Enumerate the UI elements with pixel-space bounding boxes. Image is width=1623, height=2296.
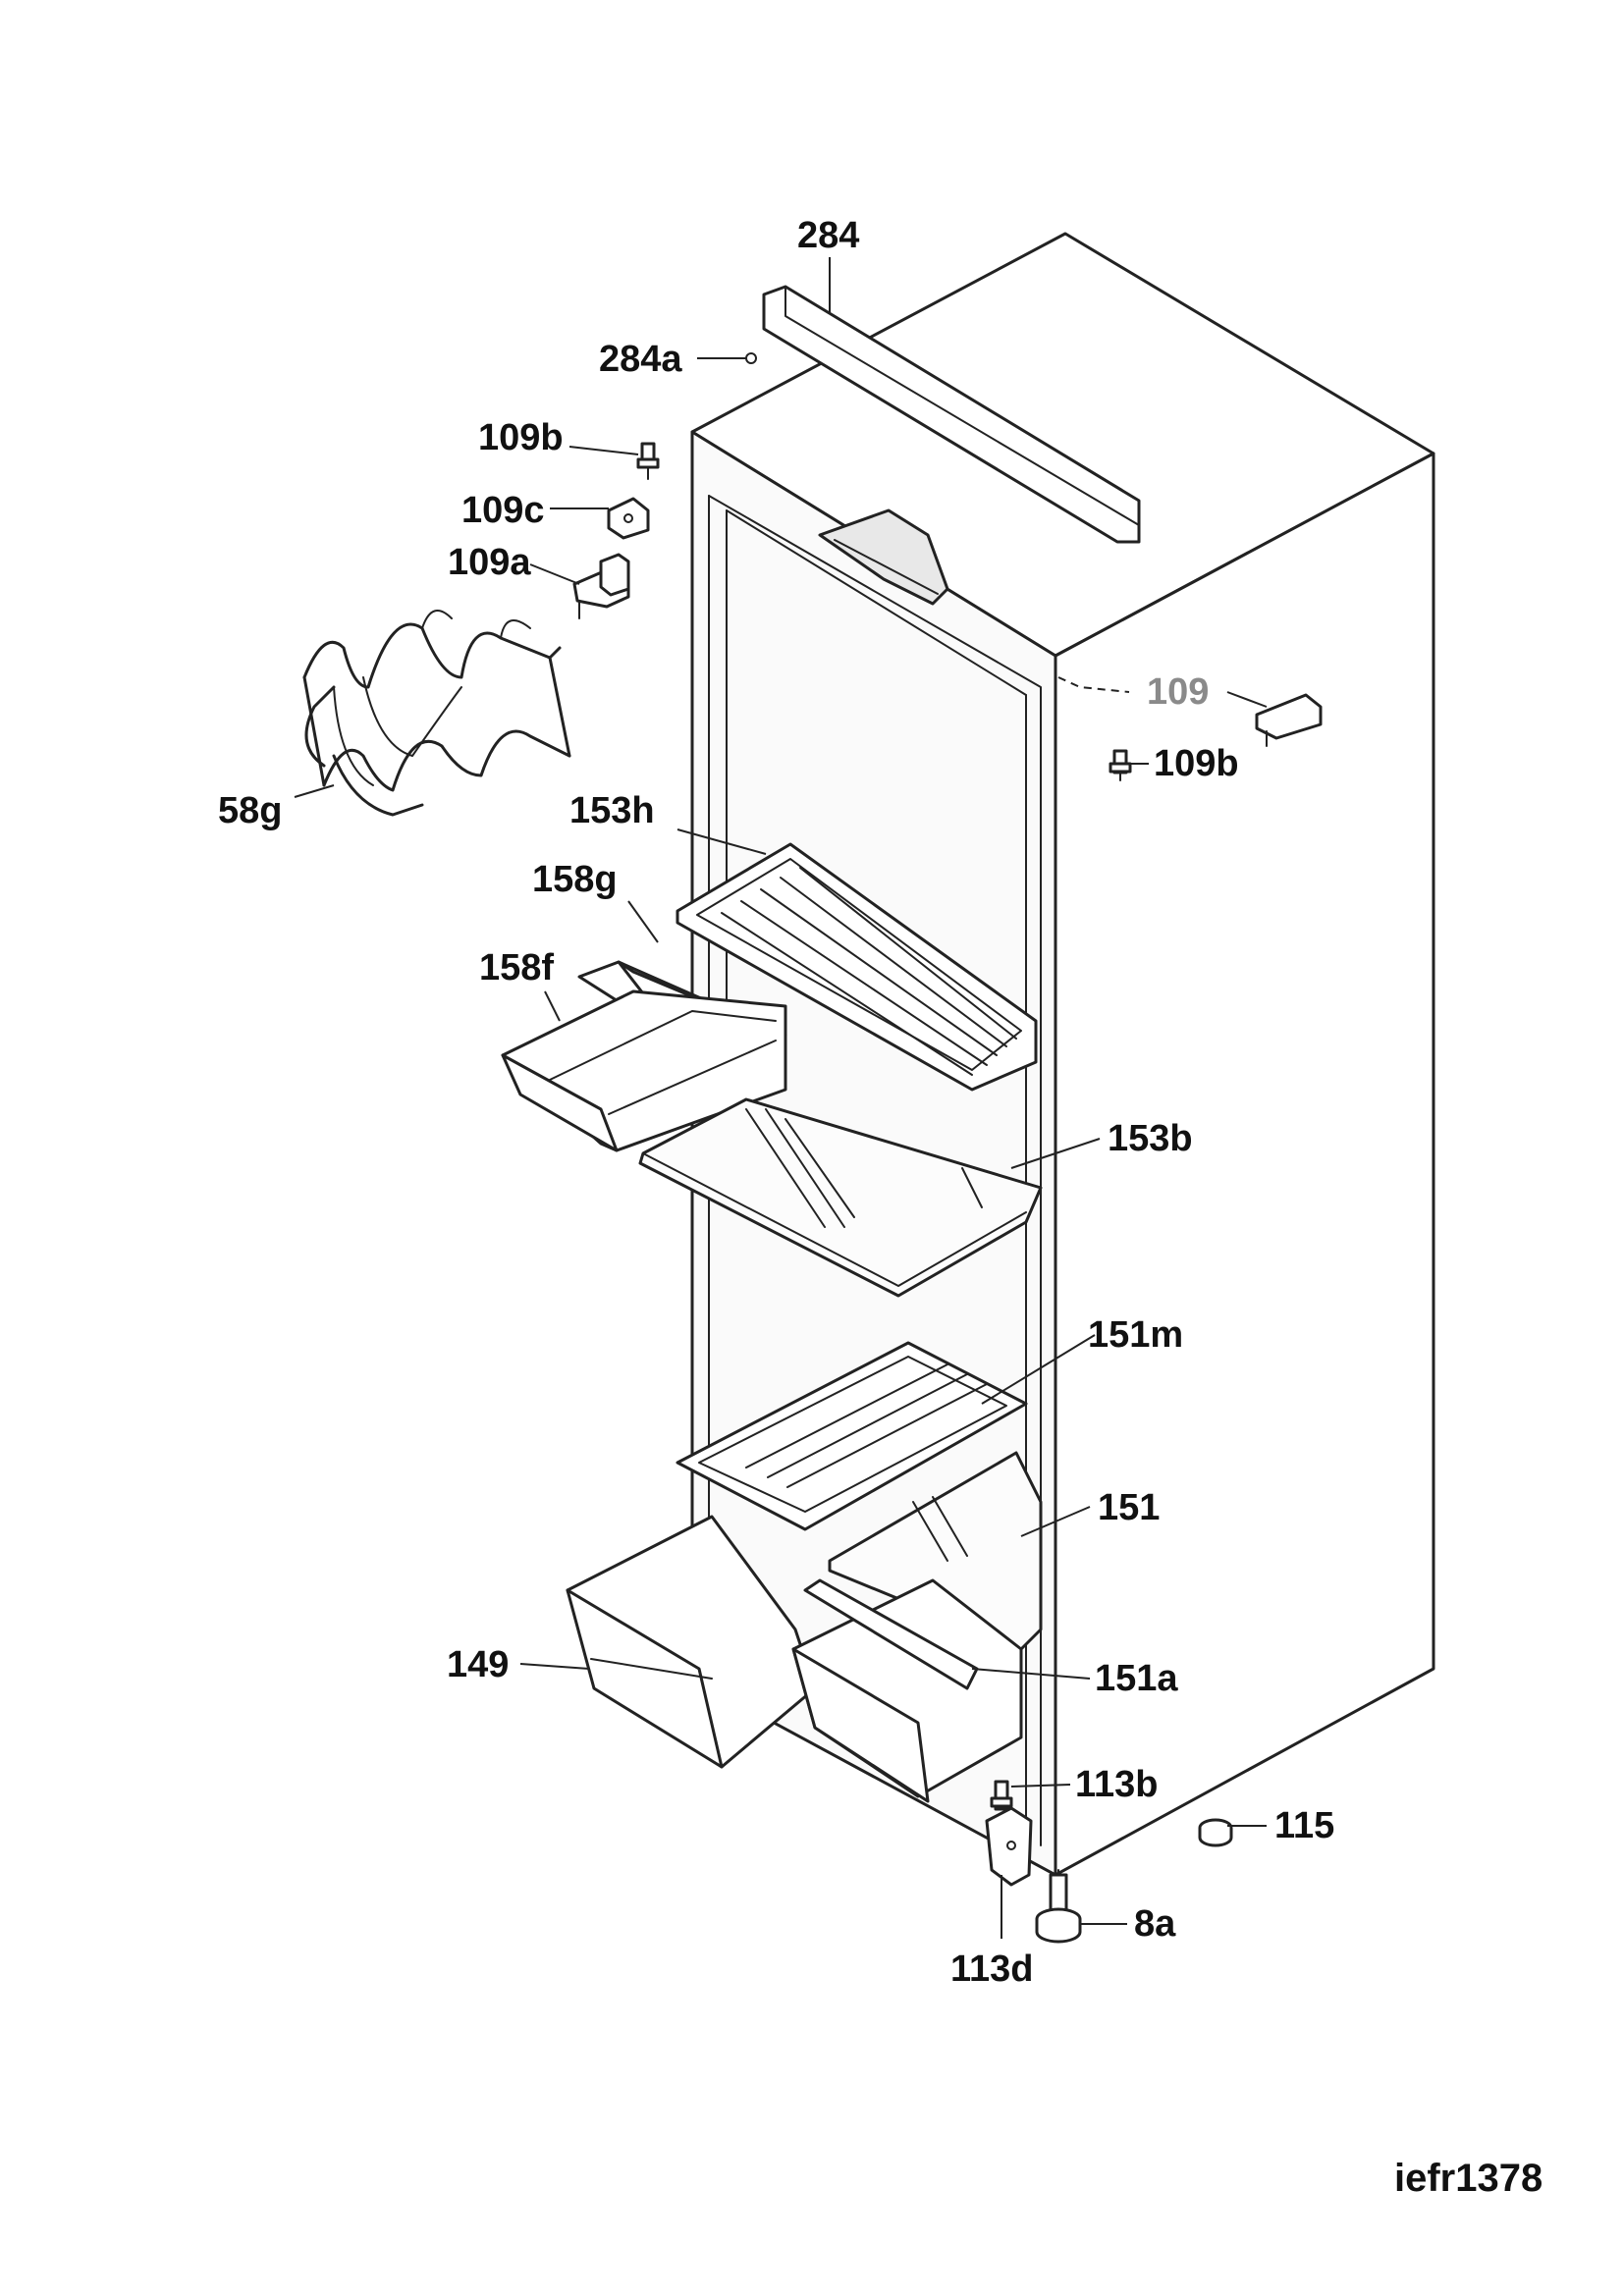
label-149: 149 bbox=[447, 1644, 509, 1685]
leader-lines bbox=[294, 257, 1268, 1939]
label-58g: 58g bbox=[218, 790, 282, 831]
wine-rack bbox=[302, 610, 571, 817]
label-8a: 8a bbox=[1134, 1903, 1176, 1945]
label-153b: 153b bbox=[1108, 1118, 1193, 1159]
label-109a: 109a bbox=[448, 542, 531, 583]
label-158g: 158g bbox=[532, 859, 618, 900]
label-151: 151 bbox=[1098, 1487, 1160, 1528]
label-109c: 109c bbox=[461, 490, 545, 531]
dairy-drawer bbox=[501, 989, 787, 1152]
hinge-parts-right bbox=[1057, 676, 1323, 781]
glass-shelf-lower bbox=[828, 1451, 1043, 1651]
label-151a: 151a bbox=[1095, 1658, 1178, 1699]
label-284: 284 bbox=[797, 215, 859, 256]
leveling-foot bbox=[1035, 1869, 1082, 1944]
hinge-parts-top bbox=[572, 442, 660, 619]
upper-wire-shelf bbox=[676, 842, 1038, 1092]
reference-code: iefr1378 bbox=[1394, 2157, 1542, 2200]
label-113d: 113d bbox=[950, 1949, 1034, 1990]
glass-shelf-upper bbox=[638, 1097, 1043, 1298]
label-115: 115 bbox=[1274, 1805, 1334, 1846]
label-109b-right: 109b bbox=[1154, 743, 1239, 784]
label-284a: 284a bbox=[599, 339, 682, 380]
label-113b: 113b bbox=[1075, 1764, 1159, 1805]
bottom-hinge bbox=[985, 1780, 1033, 1887]
label-109: 109 bbox=[1147, 671, 1209, 713]
lower-wire-shelf bbox=[676, 1341, 1028, 1531]
crisper-drawer-right bbox=[791, 1578, 1023, 1803]
label-151m: 151m bbox=[1088, 1314, 1183, 1356]
plug-115 bbox=[1198, 1818, 1233, 1847]
label-158f: 158f bbox=[479, 947, 554, 988]
label-153h: 153h bbox=[569, 790, 655, 831]
top-trim bbox=[745, 285, 1141, 544]
label-109b-top: 109b bbox=[478, 417, 564, 458]
